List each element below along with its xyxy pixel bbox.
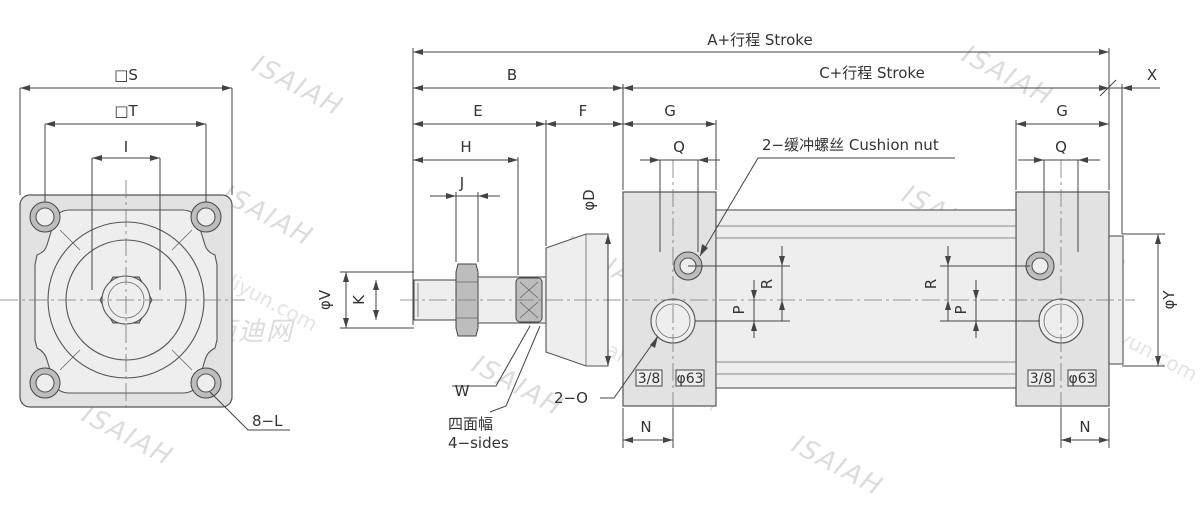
dim-N-right: N — [1079, 418, 1090, 436]
dim-N-left: N — [640, 418, 651, 436]
dim-K: K — [350, 294, 368, 305]
spec-plate-text: φ63 — [1068, 371, 1095, 387]
bolt-core — [196, 373, 216, 393]
spec-plate — [1027, 369, 1055, 387]
spec-plate-text: 3/8 — [1030, 371, 1053, 387]
dim-E: E — [473, 102, 482, 120]
dim-W: W — [455, 382, 470, 400]
watermark: ISAIAH — [77, 400, 178, 473]
dim-T: □T — [114, 102, 138, 120]
dim-Q-right: Q — [1055, 138, 1067, 156]
watermark: ISAIAH — [787, 430, 888, 503]
dim-O: 2−O — [554, 389, 588, 407]
four-sides-cn: 四面幅 — [448, 415, 493, 433]
barrel — [715, 209, 1017, 389]
dim-S: □S — [114, 66, 138, 84]
dim-C: C+行程 Stroke — [819, 64, 925, 82]
ribs — [59, 229, 193, 371]
dim-V: φV — [316, 289, 334, 310]
watermark: ISAIAH — [957, 40, 1058, 113]
dim-B: B — [507, 66, 517, 84]
bolt-core — [35, 373, 55, 393]
spec-plate-text: 3/8 — [638, 371, 661, 387]
dim-A: A+行程 Stroke — [707, 31, 812, 49]
bolt-core — [196, 207, 216, 227]
dim-G-right: G — [1056, 102, 1068, 120]
dim-I: I — [124, 138, 128, 156]
corner-bolts — [29, 201, 222, 399]
spec-plate — [635, 369, 663, 387]
dim-D: φD — [580, 189, 598, 210]
cushion-screw-core — [1031, 257, 1049, 275]
side-view: 3/8 φ63 3/8 φ63 — [400, 160, 1135, 445]
cushion-nut-label: 2−缓冲螺丝 Cushion nut — [762, 136, 939, 154]
spec-plate — [1067, 369, 1097, 387]
bolt-core — [35, 207, 55, 227]
dim-L: 8−L — [252, 412, 283, 430]
dim-P-right: P — [952, 305, 970, 314]
end-view: □S □T I 8−L — [0, 66, 290, 431]
dim-Q-left: Q — [673, 138, 685, 156]
watermark: ISAIAH — [247, 50, 348, 123]
spec-plate — [675, 369, 705, 387]
four-sides-en: 4−sides — [448, 434, 509, 452]
dim-R-left: R — [758, 279, 776, 289]
dim-Y: φY — [1160, 290, 1178, 310]
side-dimensions: A+行程 Stroke B C+行程 Stroke X E F G G H — [316, 31, 1178, 452]
dim-X: X — [1147, 66, 1157, 84]
dim-R-right: R — [922, 279, 940, 289]
dim-H: H — [460, 138, 471, 156]
spec-plate-text: φ63 — [676, 371, 703, 387]
dim-P-left: P — [730, 305, 748, 314]
dim-F: F — [579, 102, 588, 120]
dim-J: J — [459, 174, 464, 192]
dim-G-left: G — [664, 102, 676, 120]
